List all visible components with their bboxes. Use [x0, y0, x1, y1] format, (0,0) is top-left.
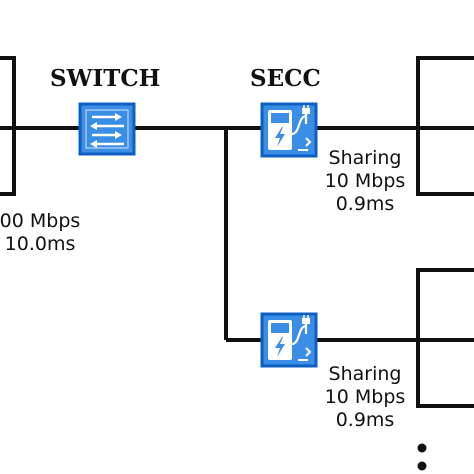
top-link-latency: 0.9ms — [335, 193, 395, 215]
left-link-info: 00 Mbps 10.0ms — [0, 210, 88, 256]
top-link-info: Sharing 10 Mbps 0.9ms — [314, 147, 416, 216]
bottom-link-latency: 0.9ms — [335, 409, 395, 431]
more-nodes-dots — [417, 443, 427, 471]
switch-label: SWITCH — [50, 65, 161, 92]
bottom-link-bandwidth: 10 Mbps — [324, 386, 406, 408]
right-device-frame-bottom — [416, 268, 474, 408]
top-link-bandwidth: 10 Mbps — [324, 170, 406, 192]
bottom-link-info: Sharing 10 Mbps 0.9ms — [314, 363, 416, 432]
connection-lines — [14, 126, 474, 342]
ev-charger-icon — [260, 102, 318, 158]
ev-charger-icon — [260, 312, 318, 368]
network-switch-icon — [78, 102, 136, 156]
top-link-mode: Sharing — [328, 147, 402, 169]
left-link-latency: 10.0ms — [4, 233, 76, 255]
secc-label: SECC — [250, 65, 321, 92]
left-device-frame — [0, 56, 16, 196]
right-device-frame-top — [416, 56, 474, 196]
bottom-link-mode: Sharing — [328, 363, 402, 385]
left-link-bandwidth: 00 Mbps — [0, 210, 81, 232]
